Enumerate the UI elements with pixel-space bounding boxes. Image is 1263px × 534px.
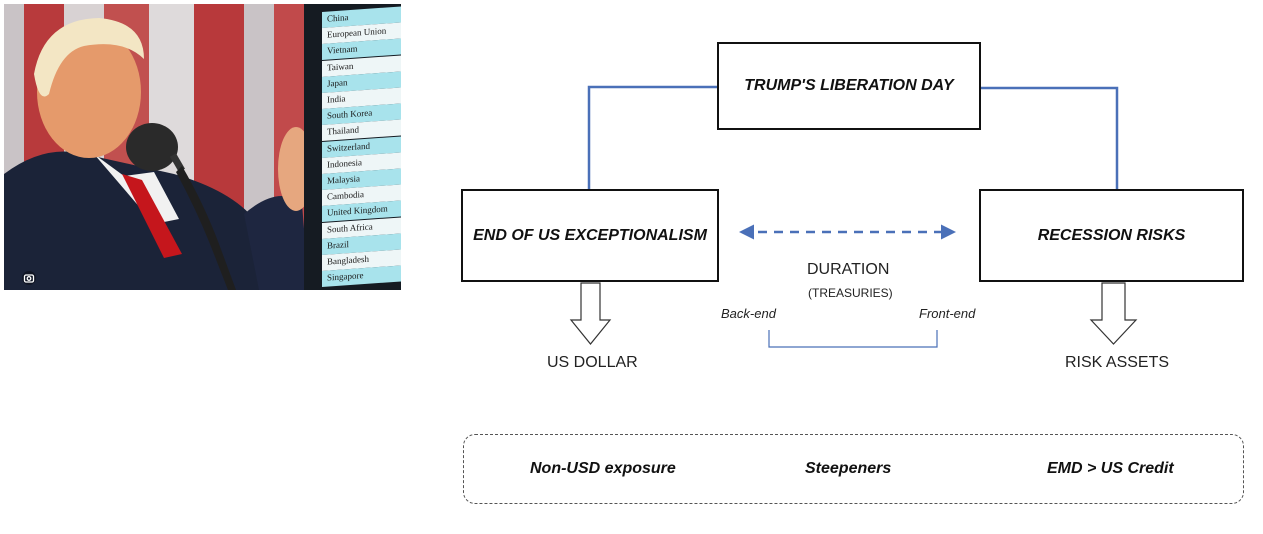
strategy-emd-over-us-credit: EMD > US Credit	[1047, 460, 1174, 477]
strategy-box: Non-USD exposure Steepeners EMD > US Cre…	[463, 434, 1244, 504]
down-arrow-left	[569, 282, 612, 345]
strategy-steepeners: Steepeners	[805, 460, 892, 477]
label-back-end: Back-end	[721, 306, 776, 321]
label-risk-assets: RISK ASSETS	[1065, 354, 1170, 371]
strategy-non-usd-exposure: Non-USD exposure	[530, 460, 676, 477]
connector-left	[587, 85, 717, 190]
box-recession-text: RECESSION RISKS	[1037, 226, 1186, 244]
label-front-end: Front-end	[919, 306, 976, 321]
label-treasuries: (TREASURIES)	[808, 286, 893, 300]
connector-right	[981, 86, 1119, 190]
duration-bracket	[768, 330, 938, 348]
label-duration: DURATION	[807, 261, 890, 278]
box-liberation-day-text: TRUMP'S LIBERATION DAY	[744, 77, 954, 94]
box-recession-risks: RECESSION RISKS	[979, 189, 1244, 282]
box-exceptionalism-text: END OF US EXCEPTIONALISM	[473, 226, 707, 244]
box-end-of-us-exceptionalism: END OF US EXCEPTIONALISM	[461, 189, 719, 282]
box-liberation-day: TRUMP'S LIBERATION DAY	[717, 42, 981, 130]
camera-search-icon[interactable]	[21, 270, 37, 286]
label-us-dollar: US DOLLAR	[547, 354, 638, 371]
down-arrow-right	[1089, 282, 1138, 345]
